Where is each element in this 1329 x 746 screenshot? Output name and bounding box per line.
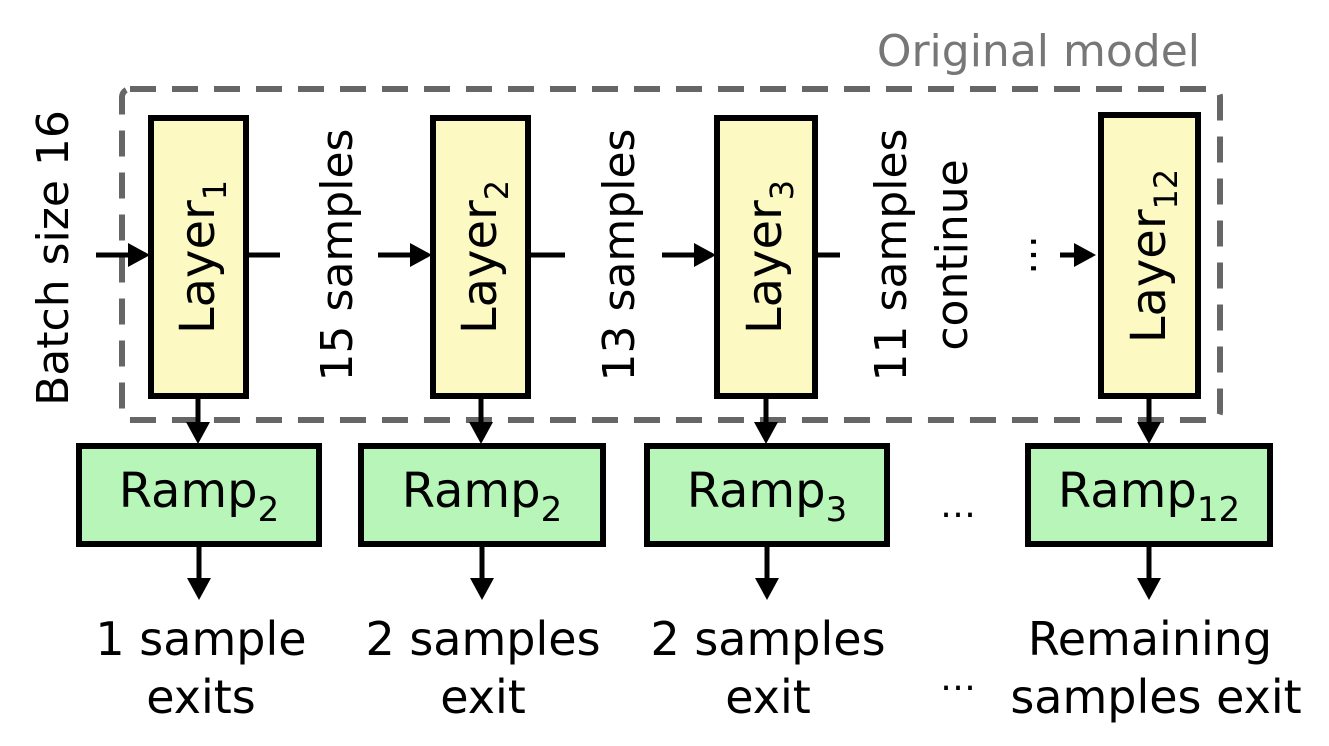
layer-to-ramp-arrows <box>186 396 1161 444</box>
layer-2: Layer2 <box>430 115 531 399</box>
input-arrows <box>96 243 1096 267</box>
ramp-1-label: Ramp2 <box>119 463 280 530</box>
ramp-exit-arrows <box>187 544 1161 600</box>
layer-3-label: Layer3 <box>737 180 801 334</box>
ramp-3: Ramp3 <box>644 443 890 547</box>
ramp-12: Ramp12 <box>1025 443 1273 547</box>
layer-12-box <box>1098 112 1201 399</box>
exit-label-2-line-1: 2 samples <box>365 612 600 666</box>
exit-label-12-line-2: samples exit <box>1010 670 1301 724</box>
samples-after-layer-1: 15 samples <box>312 129 363 382</box>
continue-label: continue <box>927 159 978 350</box>
ramp-12-box <box>1025 443 1273 547</box>
ramp-3-label: Ramp3 <box>687 463 848 530</box>
samples-after-layer-2: 13 samples <box>594 129 645 382</box>
exit-label-1-line-1: 1 sample <box>95 612 306 666</box>
exit-label-1: 1 sample exits <box>95 612 306 724</box>
layer-1: Layer1 <box>148 115 249 399</box>
ramp-12-label: Ramp12 <box>1058 463 1240 530</box>
ramp-1: Ramp2 <box>76 443 322 547</box>
batch-size-label: Batch size 16 <box>28 110 79 406</box>
exit-label-12: Remaining samples exit <box>1010 612 1301 724</box>
layer-3-box <box>714 115 818 399</box>
exit-label-3: 2 samples exit <box>650 612 885 724</box>
ramp-3-box <box>644 443 890 547</box>
layer-1-box <box>148 115 249 399</box>
exit-label-2-line-2: exit <box>440 670 526 724</box>
layer-1-label: Layer1 <box>170 180 234 334</box>
exit-label-1-line-2: exits <box>146 670 256 724</box>
original-model-title: Original model <box>877 26 1200 77</box>
ramp-2: Ramp2 <box>358 443 606 547</box>
layer-12-label: Layer12 <box>1121 169 1185 344</box>
layer-12: Layer12 <box>1098 112 1201 399</box>
exit-ellipsis: … <box>940 658 976 699</box>
exit-label-2: 2 samples exit <box>365 612 600 724</box>
ramp-ellipsis: … <box>940 485 976 526</box>
layer-2-box <box>430 115 531 399</box>
samples-after-layer-3: 11 samples <box>866 129 917 382</box>
exit-label-3-line-2: exit <box>725 670 811 724</box>
layer-ellipsis: … <box>1000 235 1046 275</box>
exit-label-3-line-1: 2 samples <box>650 612 885 666</box>
ramp-2-label: Ramp2 <box>402 463 563 530</box>
exit-label-12-line-1: Remaining <box>1028 612 1272 666</box>
layer-2-label: Layer2 <box>452 180 516 334</box>
layer-3: Layer3 <box>714 115 818 399</box>
